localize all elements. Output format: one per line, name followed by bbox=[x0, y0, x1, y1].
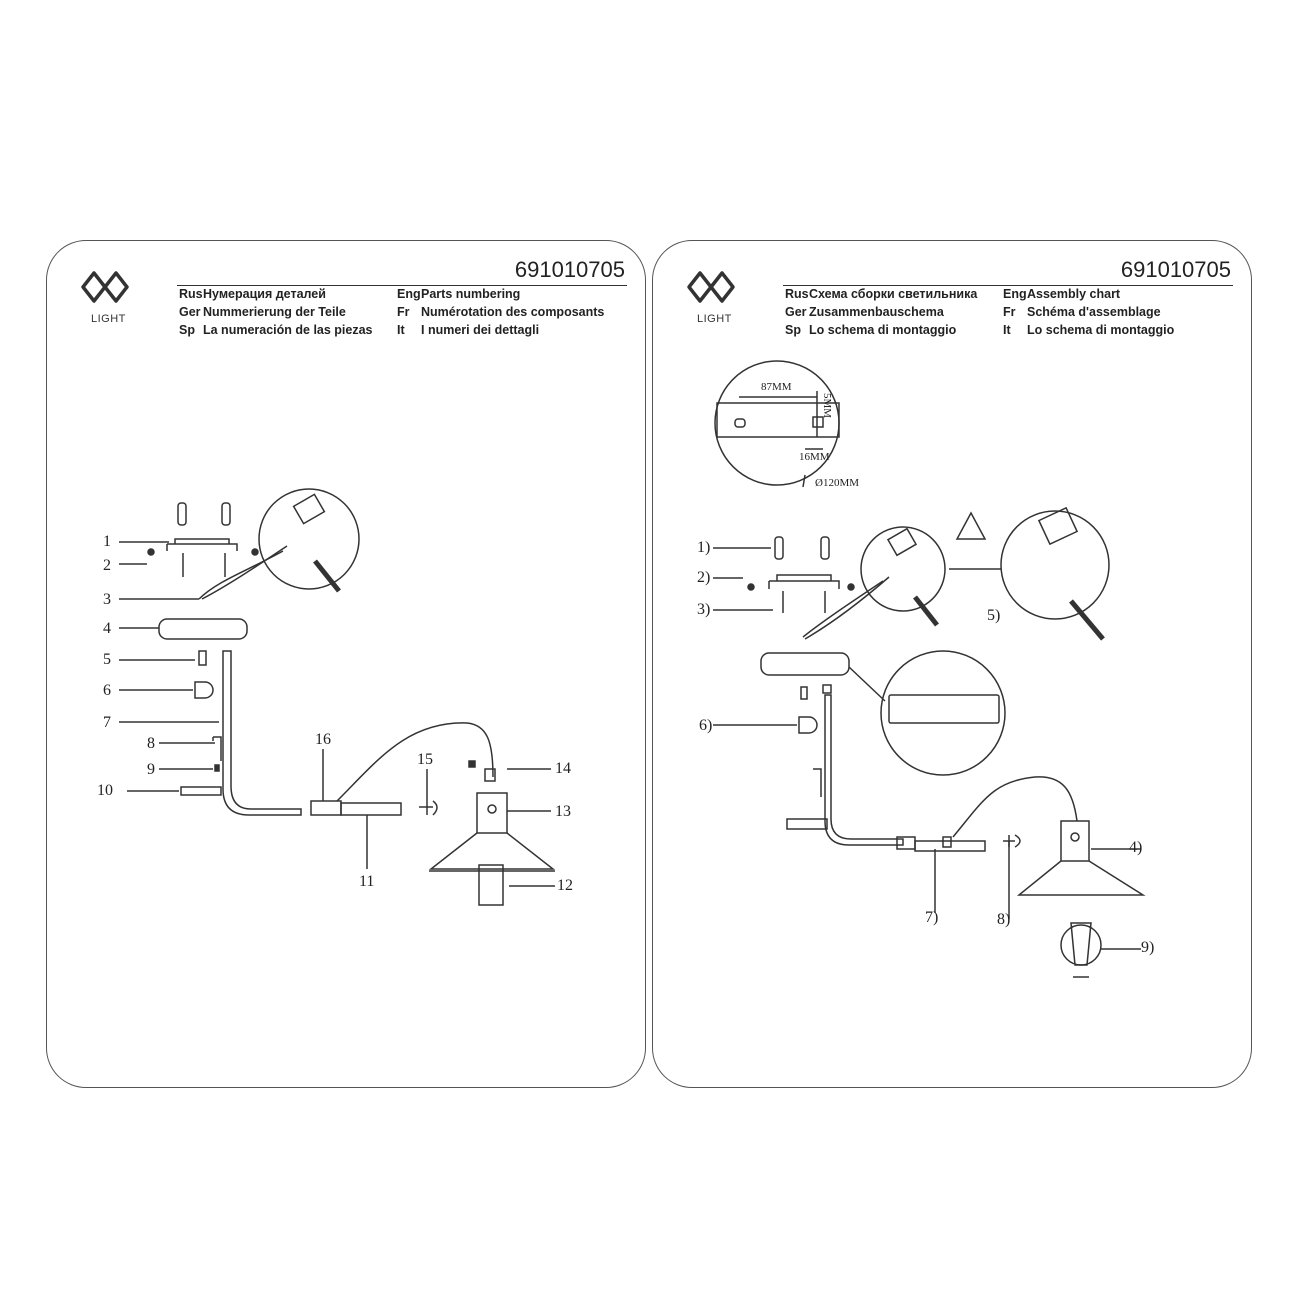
part-number: 5 bbox=[103, 651, 111, 668]
part-number: 4 bbox=[103, 620, 111, 637]
logo-text: LIGHT bbox=[91, 313, 126, 325]
step-number: 5) bbox=[987, 607, 1001, 624]
header-top-rule bbox=[783, 285, 1233, 286]
step-number: 6) bbox=[699, 717, 713, 734]
part-number: 12 bbox=[557, 877, 573, 894]
dimension-length: 87MM bbox=[761, 381, 792, 393]
right-page: LIGHT 691010705 RusСхема сборки светильн… bbox=[652, 240, 1252, 1088]
step-number: 2) bbox=[697, 569, 711, 586]
part-number: 10 bbox=[97, 782, 113, 799]
part-number: 16 bbox=[315, 731, 331, 748]
mw-light-logo bbox=[79, 265, 135, 309]
product-code: 691010705 bbox=[514, 257, 625, 282]
part-number: 7 bbox=[103, 714, 111, 731]
dimension-offset: 16MM bbox=[799, 451, 830, 463]
step-number: 7) bbox=[925, 909, 939, 926]
step-number: 1) bbox=[697, 539, 711, 556]
part-number: 2 bbox=[103, 557, 111, 574]
part-number: 6 bbox=[103, 682, 111, 699]
part-number: 3 bbox=[103, 591, 111, 608]
part-number: 9 bbox=[147, 761, 155, 778]
part-number: 13 bbox=[555, 803, 571, 820]
logo-text: LIGHT bbox=[697, 313, 732, 325]
part-number: 8 bbox=[147, 735, 155, 752]
part-number: 14 bbox=[555, 760, 571, 777]
product-code: 691010705 bbox=[1120, 257, 1231, 282]
part-number: 15 bbox=[417, 751, 433, 768]
mw-light-logo bbox=[685, 265, 741, 309]
part-number: 11 bbox=[359, 873, 375, 890]
step-number: 4) bbox=[1129, 839, 1143, 856]
step-number: 8) bbox=[997, 911, 1011, 928]
dimension-diameter: Ø120MM bbox=[815, 477, 860, 489]
part-number: 1 bbox=[103, 533, 111, 550]
step-number: 3) bbox=[697, 601, 711, 618]
step-number: 9) bbox=[1141, 939, 1155, 956]
dimension-height: 5MM bbox=[821, 393, 833, 419]
header-top-rule bbox=[177, 285, 627, 286]
parts-diagram bbox=[119, 488, 556, 906]
assembly-diagram bbox=[713, 360, 1146, 978]
